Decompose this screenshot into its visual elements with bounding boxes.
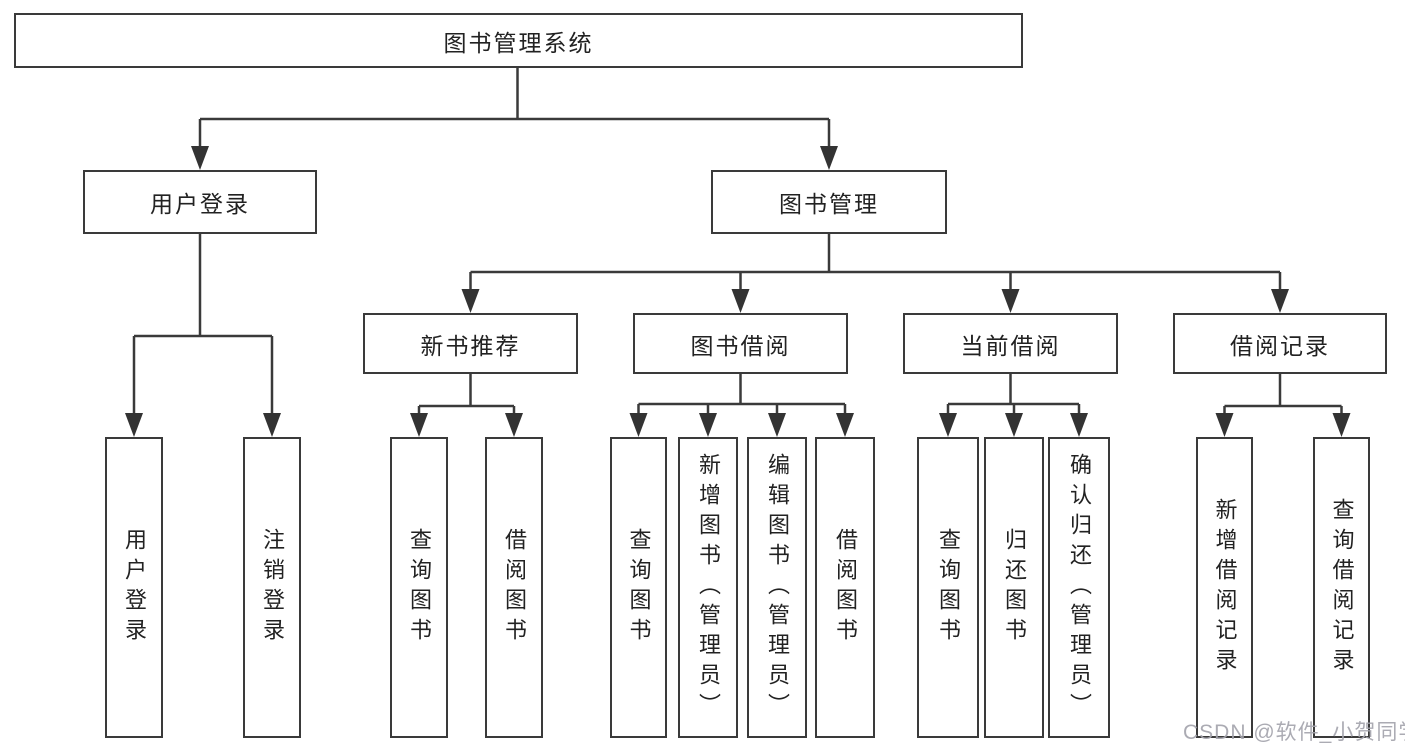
node-label: 借阅图书 — [833, 527, 858, 648]
node-current-borrow: 当前借阅 — [903, 313, 1118, 374]
leaf-query-borrow-record: 查询借阅记录 — [1313, 437, 1370, 738]
node-label: 图书管理系统 — [443, 29, 594, 56]
csdn-watermark: CSDN @软件_小贺同学 — [1183, 721, 1405, 744]
leaf-return-book: 归还图书 — [984, 437, 1044, 738]
node-borrow-records: 借阅记录 — [1173, 313, 1387, 374]
connector-current-borrow-children — [946, 374, 1081, 415]
node-user-login: 用户登录 — [83, 170, 317, 234]
node-label: 查询图书 — [407, 527, 432, 648]
node-label: 查询图书 — [626, 527, 652, 648]
node-label: 借阅图书 — [502, 527, 527, 648]
connector-user-login-children — [132, 234, 274, 415]
node-label: 查询图书 — [936, 527, 961, 648]
leaf-query-books-current: 查询图书 — [917, 437, 979, 738]
leaf-edit-book-admin: 编辑图书（管理员） — [747, 437, 807, 738]
leaf-borrow-books-recommend: 借阅图书 — [485, 437, 543, 738]
node-book-management: 图书管理 — [711, 170, 947, 234]
node-library-system-root: 图书管理系统 — [14, 13, 1023, 68]
connector-borrow-records-children — [1223, 374, 1343, 415]
leaf-user-login: 用户登录 — [105, 437, 163, 738]
node-label: 借阅记录 — [1230, 332, 1330, 359]
node-label: 用户登录 — [150, 191, 250, 217]
leaf-borrow-books: 借阅图书 — [815, 437, 875, 738]
connector-new-book-children — [417, 374, 516, 415]
node-new-book-recommend: 新书推荐 — [363, 313, 578, 374]
node-label: 新增图书（管理员） — [696, 452, 721, 723]
arrowheads — [125, 146, 1351, 437]
node-label: 归还图书 — [1002, 527, 1027, 648]
leaf-confirm-return-admin: 确认归还（管理员） — [1048, 437, 1110, 738]
leaf-add-borrow-record: 新增借阅记录 — [1196, 437, 1253, 738]
leaf-logout: 注销登录 — [243, 437, 301, 738]
leaf-query-books-recommend: 查询图书 — [390, 437, 448, 738]
node-label: 新书推荐 — [420, 332, 521, 359]
leaf-query-books-borrow: 查询图书 — [610, 437, 667, 738]
node-label: 图书借阅 — [690, 332, 791, 359]
connector-book-borrow-children — [637, 374, 847, 415]
node-label: 注销登录 — [260, 527, 285, 648]
leaf-add-book-admin: 新增图书（管理员） — [678, 437, 738, 738]
node-label: 当前借阅 — [960, 332, 1061, 359]
node-book-borrow: 图书借阅 — [633, 313, 848, 374]
connector-book-mgmt-children — [469, 234, 1282, 291]
connector-root-to-level2 — [198, 68, 831, 148]
node-label: 图书管理 — [779, 191, 879, 217]
node-label: 用户登录 — [122, 527, 147, 648]
node-label: 编辑图书（管理员） — [765, 452, 790, 723]
node-label: 查询借阅记录 — [1329, 497, 1355, 678]
node-label: 确认归还（管理员） — [1067, 452, 1092, 723]
node-label: 新增借阅记录 — [1212, 497, 1238, 678]
